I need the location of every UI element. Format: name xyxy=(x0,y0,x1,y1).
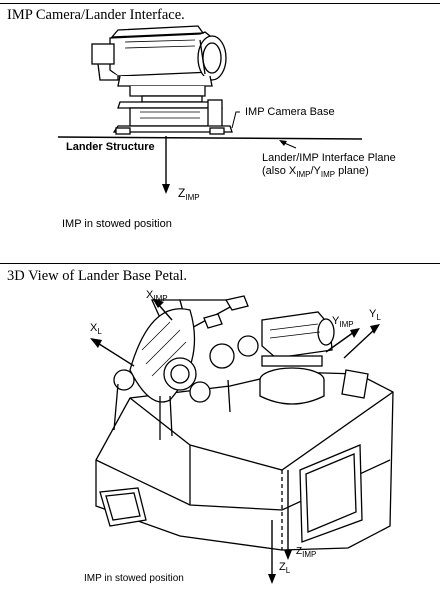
imp-camera-drawing xyxy=(57,25,363,194)
y-l-axis-label: YL xyxy=(369,308,381,322)
x-imp-axis-label: XIMP xyxy=(146,289,168,303)
interface-plane-line2: (also XIMP/YIMP plane) xyxy=(262,165,369,179)
section1-caption: IMP in stowed position xyxy=(62,218,172,230)
camera-base-label: IMP Camera Base xyxy=(245,106,335,118)
y-imp-axis-label: YIMP xyxy=(332,315,354,329)
z-imp-axis-label-2: ZIMP xyxy=(296,546,317,559)
interface-plane-line1: Lander/IMP Interface Plane xyxy=(262,152,396,164)
lander-structure-label: Lander Structure xyxy=(66,141,155,153)
middle-rule xyxy=(0,263,440,264)
top-rule xyxy=(0,3,440,4)
section2-title: 3D View of Lander Base Petal. xyxy=(7,268,188,284)
section1-title: IMP Camera/Lander Interface. xyxy=(7,7,185,23)
lander-petal-drawing xyxy=(90,295,394,584)
interface-plane-label: Lander/IMP Interface Plane (also XIMP/YI… xyxy=(262,152,396,179)
x-l-axis-label: XL xyxy=(90,322,102,336)
z-imp-axis-label: ZIMP xyxy=(178,186,200,202)
z-l-axis-label: ZL xyxy=(279,561,291,575)
section2-caption: IMP in stowed position xyxy=(84,573,184,584)
